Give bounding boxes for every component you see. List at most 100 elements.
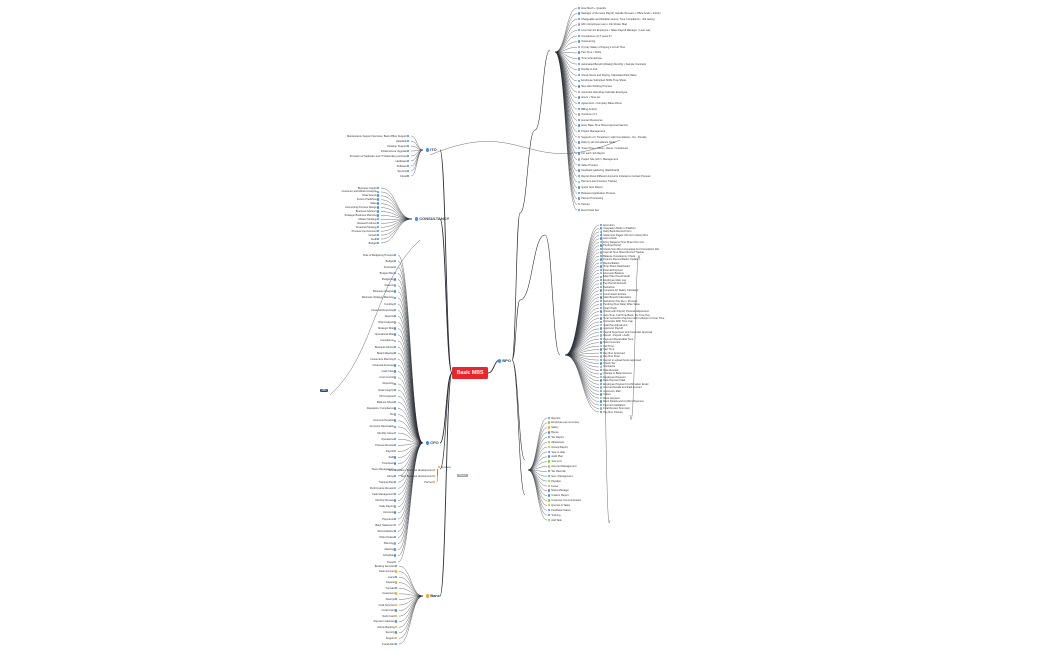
bottom-right-node[interactable]: Payslips: [548, 480, 561, 483]
lower-right-node[interactable]: Pending (Due Date) Wise Value: [600, 303, 640, 306]
lower-right-node[interactable]: Data Overview: [600, 341, 620, 344]
lower-right-node[interactable]: Approval • Mail: [600, 390, 621, 393]
upper-right-node[interactable]: Partner Lists (Invoices Tracker): [578, 180, 617, 183]
cfo-node[interactable]: Finance: [385, 284, 397, 287]
lower-right-node[interactable]: Date Remark: [600, 369, 618, 372]
lower-right-node[interactable]: Payroll Supervisor and Controller Approv…: [600, 331, 652, 334]
cfo-node[interactable]: Reconciliation: [378, 530, 397, 533]
lower-right-node[interactable]: Contractor: [600, 365, 615, 368]
lower-right-node[interactable]: Part Time: [600, 348, 614, 351]
banc-node[interactable]: Investment: [382, 592, 398, 595]
banc-node[interactable]: Card Services: [379, 604, 398, 607]
consultancy-node[interactable]: Data Source: [362, 194, 380, 197]
upper-right-node[interactable]: If it pay Salary of Paying it is Full Ti…: [578, 46, 625, 49]
ito-node[interactable]: Helpdesk: [396, 140, 410, 143]
cfo-node[interactable]: Board Meeting: [377, 352, 397, 355]
bottom-right-node[interactable]: Notes Manager: [548, 489, 569, 492]
cfo-node[interactable]: Reports: [385, 315, 397, 318]
bottom-right-node[interactable]: Salary: [548, 426, 559, 429]
andere-node[interactable]: New Software / Business development: [388, 469, 436, 472]
banc-node[interactable]: Cash Account: [379, 570, 398, 573]
upper-right-node[interactable]: Double to Full: [578, 68, 597, 71]
bottom-right-node[interactable]: Gen. Management: [548, 475, 573, 478]
lower-right-node[interactable]: Approval, Payroll: [600, 327, 623, 330]
cfo-node[interactable]: Regulatory Compliance: [367, 407, 397, 410]
lower-right-node[interactable]: Time Correction Payment with Inclusion o…: [600, 317, 664, 320]
banc-node[interactable]: Savings: [386, 598, 398, 601]
lower-right-node[interactable]: Statement Pages: Fill Out in Every Box: [600, 234, 648, 237]
cfo-node[interactable]: Team Management: [372, 468, 397, 471]
andere-node[interactable]: New Business development: [401, 475, 436, 478]
cfo-node[interactable]: Business Advice: [375, 346, 397, 349]
bottom-right-node[interactable]: Account Management: [548, 465, 576, 468]
upper-right-node[interactable]: For each Job Report: [578, 152, 605, 155]
banc-node[interactable]: Loans: [388, 576, 398, 579]
branch-andere[interactable]: Andere: [438, 465, 451, 470]
cfo-node[interactable]: Tax: [390, 413, 397, 416]
bottom-right-node[interactable]: Allowances: [548, 441, 564, 444]
consultancy-node[interactable]: Financial Strategy: [356, 226, 380, 229]
cfo-node[interactable]: Operations: [381, 438, 397, 441]
upper-right-node[interactable]: Travel Time • Office • Home • Unplanned: [578, 147, 628, 150]
lower-right-node[interactable]: Pending Period: [600, 244, 621, 247]
cfo-node[interactable]: Monthly Close: [377, 432, 397, 435]
cfo-node[interactable]: Funding: [384, 303, 397, 306]
cfo-node[interactable]: Cash Flow: [382, 370, 397, 373]
cfo-node[interactable]: Forecast: [384, 266, 397, 269]
lower-right-node[interactable]: Accounts Balance: [600, 272, 624, 275]
lower-right-node[interactable]: Full Time: [600, 345, 614, 348]
lower-right-node[interactable]: Payment Receivable Time: [600, 338, 633, 341]
lower-right-node[interactable]: Check Tax: [600, 362, 615, 365]
lower-right-node[interactable]: Check Sum Box Incomplete And Completion …: [600, 248, 659, 251]
branch-banc[interactable]: Banc: [426, 593, 440, 598]
cfo-node[interactable]: KPI Analysis: [379, 395, 397, 398]
upper-right-node[interactable]: Sales Process: [578, 164, 598, 167]
bottom-right-node[interactable]: Employee pay summary: [548, 421, 579, 424]
lower-right-node[interactable]: Status: [600, 393, 611, 396]
cfo-node[interactable]: Role of Budgeting Process: [363, 254, 397, 257]
banc-node[interactable]: Support: [386, 637, 398, 640]
lower-right-node[interactable]: Bank Details and Confirm Payment: [600, 400, 644, 403]
cfo-node[interactable]: Schedule: [383, 554, 397, 557]
lower-right-node[interactable]: Execution: [600, 224, 615, 227]
upper-right-node[interactable]: Time at Employee: [578, 57, 602, 60]
lower-right-node[interactable]: Payment Validation: [600, 404, 625, 407]
consultancy-node[interactable]: Business Insight: [358, 187, 380, 190]
lower-right-node[interactable]: Employee Payment Confirmation Email: [600, 383, 648, 386]
banc-node[interactable]: Banking Services: [375, 565, 398, 568]
upper-right-node[interactable]: Less than 10 Employee • Takes Payroll Ma…: [578, 29, 650, 32]
cfo-node[interactable]: Process Review: [375, 444, 397, 447]
upper-right-node[interactable]: Check Score and Paying, Calculated Paid …: [578, 74, 637, 77]
cfo-node[interactable]: Budgeting: [382, 278, 397, 281]
cfo-node[interactable]: Risk Analysis: [379, 321, 397, 324]
branch-consultancy[interactable]: CONSULTANCY: [415, 216, 449, 221]
bottom-right-node[interactable]: Feedback Status: [548, 509, 571, 512]
banc-node[interactable]: Deposit: [386, 581, 398, 584]
cfo-node[interactable]: Training Plan: [379, 481, 397, 484]
cfo-node[interactable]: Investment Planning: [370, 358, 397, 361]
banc-node[interactable]: Debit Card: [382, 615, 398, 618]
cfo-node[interactable]: Accounts Receivable: [370, 425, 397, 428]
banc-node[interactable]: Transfer: [385, 587, 398, 590]
cfo-node[interactable]: Compliance: [380, 339, 397, 342]
upper-right-node[interactable]: Report About Different Accounts Included…: [578, 175, 651, 178]
lower-right-node[interactable]: Internal Payment: [600, 269, 623, 272]
banc-node[interactable]: Fraud Alert: [382, 643, 398, 646]
upper-right-node[interactable]: Event Date Set: [578, 209, 599, 212]
upper-right-node[interactable]: Outsourcing: [578, 40, 595, 43]
upper-right-node[interactable]: Feedback gathering (Dashboard): [578, 169, 619, 172]
cfo-node[interactable]: Bank Statement: [375, 524, 397, 527]
cfo-node[interactable]: Payroll: [386, 450, 397, 453]
lower-right-node[interactable]: Bank payment: [600, 397, 620, 400]
cfo-node[interactable]: Monthly Review: [376, 499, 398, 502]
upper-right-node[interactable]: Business Application Process: [578, 192, 615, 195]
bottom-right-node[interactable]: Training: [548, 514, 560, 517]
cfo-node[interactable]: Daily Report: [380, 505, 397, 508]
consultancy-node[interactable]: Budget: [369, 242, 380, 245]
lower-right-node[interactable]: Report • Payroll • Audit: [600, 334, 629, 337]
consultancy-node[interactable]: Market Strategy: [359, 218, 381, 221]
cfo-node[interactable]: Operational Risk: [375, 333, 397, 336]
lower-right-node[interactable]: Date Payment Mail: [600, 379, 625, 382]
lower-right-node[interactable]: Pay Run Closure: [600, 411, 623, 414]
bottom-right-node[interactable]: Tax Records: [548, 470, 566, 473]
